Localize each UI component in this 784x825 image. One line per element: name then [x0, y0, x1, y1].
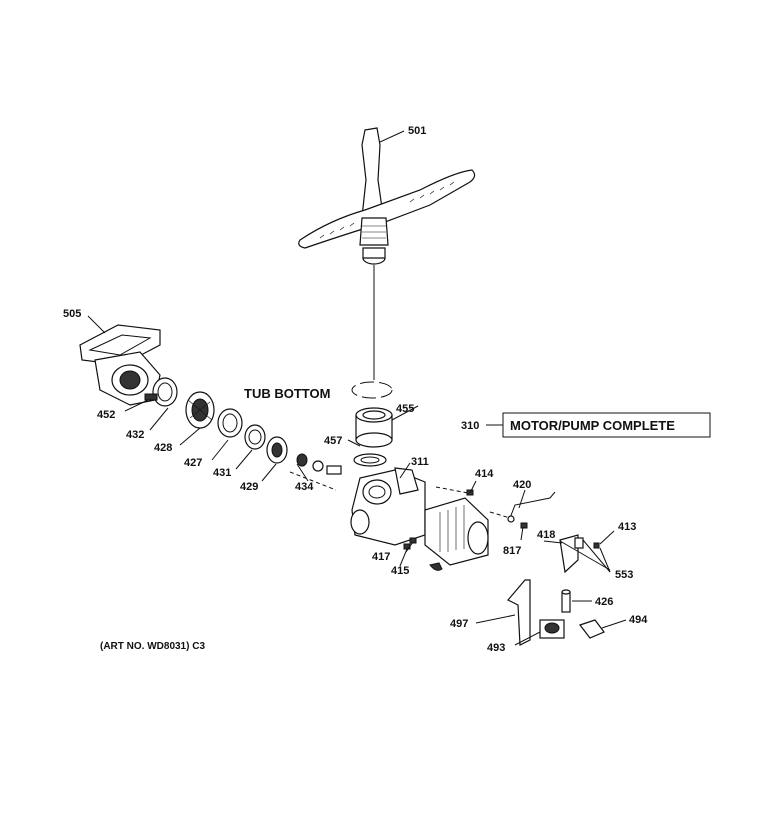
pump-housing-505: [79, 324, 161, 406]
ring-431: [244, 424, 266, 450]
solenoid-493: [539, 619, 565, 639]
impeller-428: [185, 391, 215, 429]
component-432: [152, 377, 178, 407]
tub-bottom-caption: TUB BOTTOM: [244, 386, 330, 401]
label-311: 311: [411, 456, 429, 468]
label-310: 310: [461, 420, 479, 432]
label-417: 417: [372, 551, 390, 563]
bracket-497: [507, 579, 531, 646]
label-420: 420: [513, 479, 531, 491]
label-817: 817: [503, 545, 521, 557]
label-497: 497: [450, 618, 468, 630]
label-455: 455: [396, 403, 414, 415]
screw-817: [520, 522, 528, 529]
label-429: 429: [240, 481, 258, 493]
label-452: 452: [97, 409, 115, 421]
label-428: 428: [154, 442, 172, 454]
label-432: 432: [126, 429, 144, 441]
motor-pump-complete-caption: MOTOR/PUMP COMPLETE: [510, 418, 675, 433]
label-493: 493: [487, 642, 505, 654]
label-414: 414: [475, 468, 494, 480]
pin-426: [561, 589, 571, 613]
label-415: 415: [391, 565, 409, 577]
label-434: 434: [295, 481, 314, 493]
leader-lines: [87, 130, 627, 646]
label-431: 431: [213, 467, 231, 479]
tub-bottom-seal: [351, 381, 393, 467]
label-427: 427: [184, 457, 202, 469]
label-426: 426: [595, 596, 613, 608]
impeller-429: [266, 436, 288, 464]
label-501: 501: [408, 125, 426, 137]
screw-413: [593, 542, 600, 549]
ring-427: [217, 408, 243, 438]
label-457: 457: [324, 435, 342, 447]
motor: [424, 497, 489, 571]
clip-418: [559, 534, 584, 574]
art-number-note: (ART NO. WD8031) C3: [100, 641, 205, 652]
motor-pump-complete-box: [502, 412, 711, 438]
label-494: 494: [629, 614, 648, 626]
spray-arm-501: [298, 127, 476, 265]
label-553: 553: [615, 569, 633, 581]
label-413: 413: [618, 521, 636, 533]
pump-body-311: [350, 467, 426, 546]
label-505: 505: [63, 308, 81, 320]
connector-494: [579, 619, 605, 639]
screw-417: [409, 537, 417, 544]
label-418: 418: [537, 529, 555, 541]
component-452: [144, 393, 158, 401]
bracket-420: [507, 491, 556, 523]
parts-434: [296, 453, 342, 475]
